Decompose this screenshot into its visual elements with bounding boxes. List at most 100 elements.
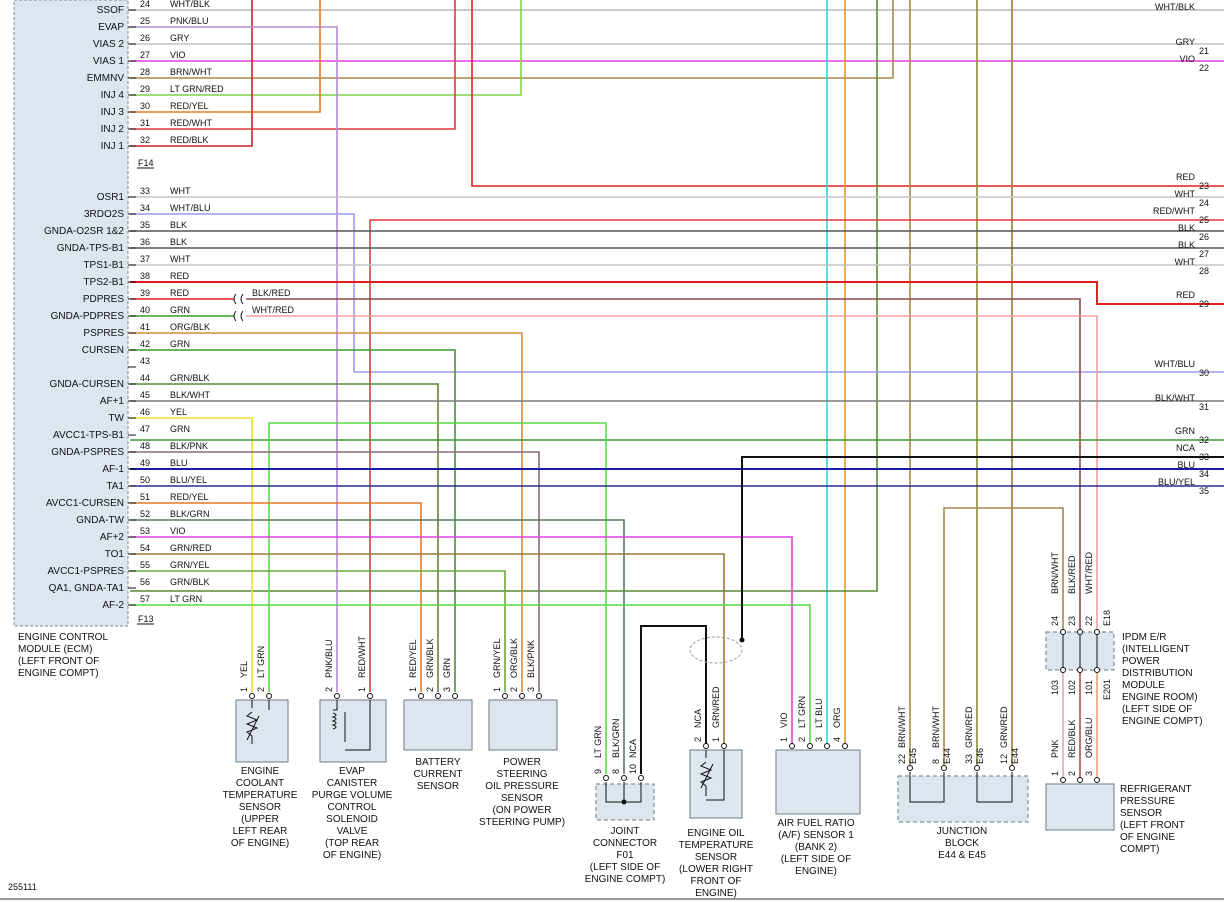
component-wire-color: YEL <box>239 661 249 678</box>
wire <box>130 519 625 774</box>
component-pin-number: 1 <box>711 737 721 742</box>
component-pin-number: 1 <box>1050 771 1060 776</box>
wire <box>130 213 1224 373</box>
psp-label: STEERING PUMP) <box>479 817 565 828</box>
pin-number: 45 <box>140 390 150 400</box>
right-pin-number: 35 <box>1199 486 1209 496</box>
right-wire-color: GRN <box>1175 426 1195 436</box>
component-pin-number: 102 <box>1067 680 1077 695</box>
connector-label: E46 <box>975 748 985 764</box>
right-pin-number: 24 <box>1199 198 1209 208</box>
ect-label: LEFT REAR <box>233 826 288 837</box>
pin-number: 32 <box>140 135 150 145</box>
right-pin-number: 21 <box>1199 46 1209 56</box>
right-pin-number: 26 <box>1199 232 1209 242</box>
wire-color: RED/YEL <box>170 492 209 502</box>
pin-number: 28 <box>140 67 150 77</box>
psp-label: SENSOR <box>501 793 543 804</box>
pin-terminal <box>502 693 508 699</box>
component-pin-number: 1 <box>357 687 367 692</box>
pin-number: 51 <box>140 492 150 502</box>
component-wire-color: BLK/PNK <box>526 640 536 678</box>
wire <box>130 0 321 113</box>
battery-current-sensor <box>403 699 473 751</box>
right-pin-number: 32 <box>1199 435 1209 445</box>
wire <box>130 536 793 745</box>
psp-label: OIL PRESSURE <box>485 781 559 792</box>
pin-terminal <box>1077 777 1083 783</box>
pin-number: 34 <box>140 203 150 213</box>
pin-number: 27 <box>140 50 150 60</box>
component-wire-color: PNK <box>1050 739 1060 758</box>
ipdm-label: (INTELLIGENT <box>1122 644 1190 655</box>
right-pin-number: 22 <box>1199 63 1209 73</box>
evap-label: PURGE VOLUME <box>312 790 393 801</box>
ipdm-label: DISTRIBUTION <box>1122 668 1193 679</box>
pin-name: INJ 4 <box>101 90 125 101</box>
refrig-label: OF ENGINE <box>1120 832 1175 843</box>
right-wire-color: RED <box>1176 172 1196 182</box>
refrig-label: (LEFT FRONT <box>1120 820 1185 831</box>
shield-mark <box>689 636 743 664</box>
component-wire-color: BRN/WHT <box>1050 552 1060 594</box>
wire-color: RED/BLK <box>170 135 209 145</box>
evap-label: CANISTER <box>327 778 378 789</box>
splice-mark <box>233 293 244 322</box>
pin-terminal <box>1077 629 1083 635</box>
evap-valve <box>319 699 387 763</box>
pin-terminal <box>974 765 980 771</box>
jb-label: BLOCK <box>945 838 979 849</box>
wire-color: YEL <box>170 407 187 417</box>
wire <box>268 422 607 774</box>
pin-number: 53 <box>140 526 150 536</box>
pin-terminal <box>367 693 373 699</box>
psp-label: STEERING <box>496 769 547 780</box>
component-pin-number: 1 <box>239 687 249 692</box>
ecm-box <box>13 0 129 627</box>
wire <box>130 451 540 692</box>
pin-number: 26 <box>140 33 150 43</box>
component-pin-number: 23 <box>1067 616 1077 626</box>
wire-color: GRY <box>170 33 189 43</box>
component-wire-color: NCA <box>693 709 703 728</box>
wire-color: GRN/BLK <box>170 577 210 587</box>
component-pin-number: 8 <box>611 769 621 774</box>
pin-name: AVCC1-CURSEN <box>46 498 124 509</box>
wire-color: ORG/BLK <box>170 322 210 332</box>
component-wire-color: NCA <box>628 739 638 758</box>
ect-label: SENSOR <box>239 802 281 813</box>
pin-terminal <box>519 693 525 699</box>
splice-label: WHT/RED <box>252 305 294 315</box>
pin-terminal <box>789 743 795 749</box>
splice-label: BLK/RED <box>252 288 291 298</box>
pin-number: 41 <box>140 322 150 332</box>
right-wire-color: BLU/YEL <box>1158 477 1195 487</box>
wire-color: LT GRN <box>170 594 202 604</box>
connector-label: E201 <box>1102 679 1112 700</box>
pin-name: AF-2 <box>102 600 124 611</box>
component-pin-number: 2 <box>509 687 519 692</box>
component-pin-number: 2 <box>693 737 703 742</box>
ecm-caption: (LEFT FRONT OF <box>18 656 99 667</box>
pin-terminal <box>842 743 848 749</box>
joint-label: (LEFT SIDE OF <box>590 862 660 873</box>
af-label: AIR FUEL RATIO <box>777 818 854 829</box>
pin-terminal <box>807 743 813 749</box>
ecm-caption: ENGINE CONTROL <box>18 632 108 643</box>
pin-terminal <box>266 693 272 699</box>
right-wire-color: BLU <box>1177 460 1195 470</box>
psp-label: POWER <box>503 757 541 768</box>
component-wire-color: LT GRN <box>256 646 266 678</box>
ipdm-label: ENGINE COMPT) <box>1122 716 1203 727</box>
pin-name: AF-1 <box>102 464 124 475</box>
pin-name: INJ 1 <box>101 141 125 152</box>
component-wire-color: VIO <box>779 712 789 728</box>
pin-terminal <box>638 775 644 781</box>
wire-color: GRN/YEL <box>170 560 210 570</box>
right-pin-number: 27 <box>1199 249 1209 259</box>
pin-number: 42 <box>140 339 150 349</box>
wire <box>130 26 338 692</box>
pin-name: 3RDO2S <box>84 209 124 220</box>
pin-number: 50 <box>140 475 150 485</box>
right-wire-color: BLK <box>1178 223 1195 233</box>
